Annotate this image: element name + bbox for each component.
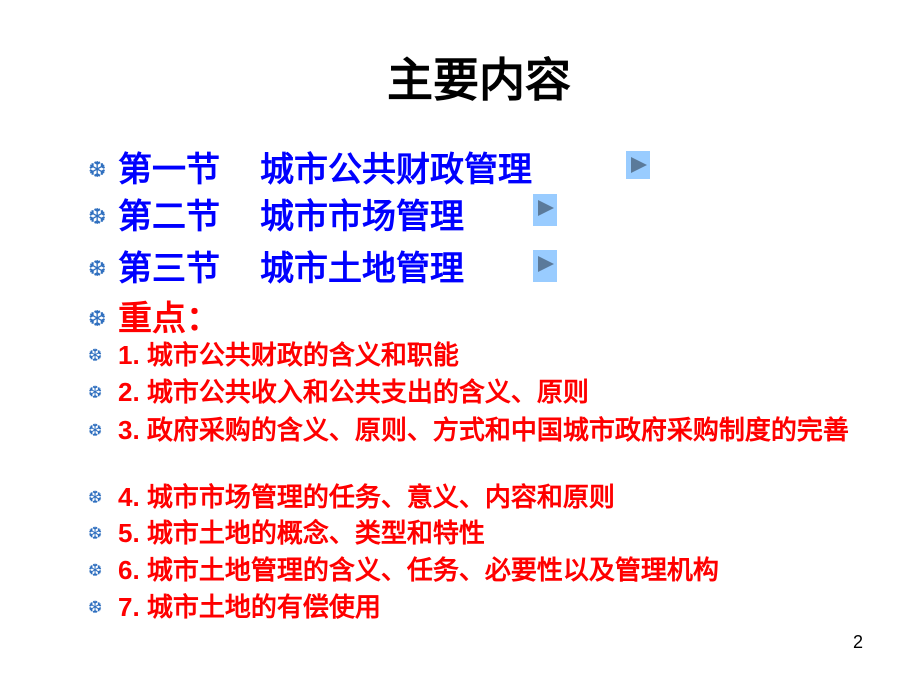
play-arrow-icon[interactable]	[533, 194, 557, 226]
section-item-1: ❆ 第一节 城市公共财政管理	[88, 147, 532, 193]
snowflake-bullet-icon: ❆	[88, 597, 103, 617]
key-point-item: ❆ 2. 城市公共收入和公共支出的含义、原则	[88, 377, 589, 407]
section-label: 第三节	[118, 250, 220, 288]
slide-title: 主要内容	[387, 54, 571, 106]
section-name: 城市公共财政管理	[260, 151, 532, 189]
key-point-item: ❆ 4. 城市市场管理的任务、意义、内容和原则	[88, 482, 615, 512]
section-item-2: ❆ 第二节 城市市场管理	[88, 194, 464, 240]
key-point-item: ❆ 6. 城市土地管理的含义、任务、必要性以及管理机构	[88, 555, 719, 585]
snowflake-bullet-icon: ❆	[88, 204, 107, 229]
section-label: 第一节	[118, 151, 220, 189]
section-name: 城市土地管理	[260, 250, 464, 288]
key-point-item: ❆ 3. 政府采购的含义、原则、方式和中国城市政府采购制度的完善	[88, 415, 849, 445]
key-point-item: ❆ 7. 城市土地的有偿使用	[88, 592, 381, 622]
snowflake-bullet-icon: ❆	[88, 523, 103, 543]
key-points-heading: ❆ 重点：	[88, 300, 220, 338]
section-item-3: ❆ 第三节 城市土地管理	[88, 246, 464, 292]
play-arrow-icon[interactable]	[626, 151, 650, 179]
snowflake-bullet-icon: ❆	[88, 382, 103, 402]
snowflake-bullet-icon: ❆	[88, 256, 107, 281]
play-arrow-icon[interactable]	[533, 250, 557, 282]
snowflake-bullet-icon: ❆	[88, 345, 103, 365]
page-number: 2	[853, 632, 864, 652]
snowflake-bullet-icon: ❆	[88, 421, 103, 440]
key-point-item: ❆ 1. 城市公共财政的含义和职能	[88, 340, 459, 370]
key-point-item: ❆ 5. 城市土地的概念、类型和特性	[88, 518, 485, 548]
section-label: 第二节	[118, 198, 220, 236]
snowflake-bullet-icon: ❆	[88, 560, 103, 580]
section-name: 城市市场管理	[260, 198, 464, 236]
snowflake-bullet-icon: ❆	[88, 306, 107, 331]
snowflake-bullet-icon: ❆	[88, 157, 107, 182]
snowflake-bullet-icon: ❆	[88, 487, 103, 507]
